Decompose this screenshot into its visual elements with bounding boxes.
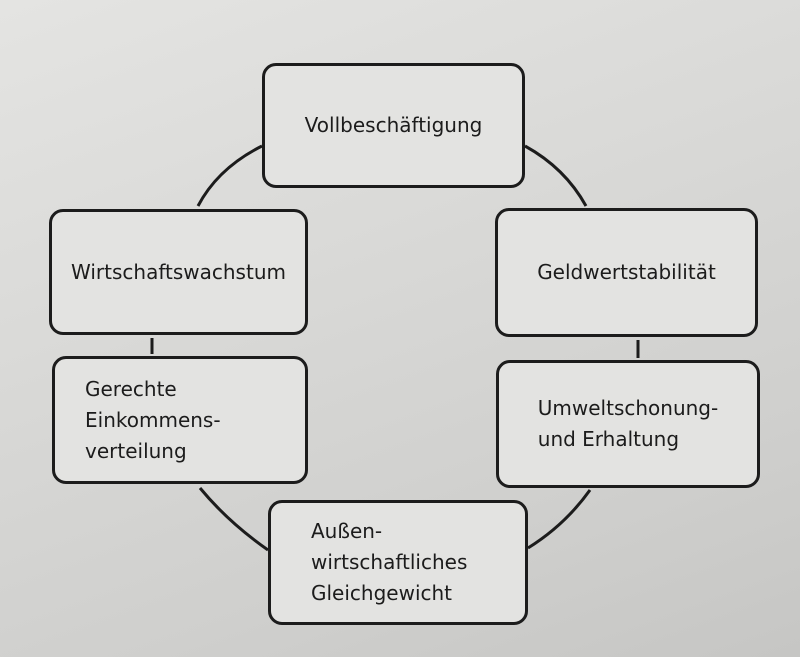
- node-geldwertstabilitaet: Geldwertstabilität: [495, 208, 758, 337]
- node-label-line: Einkommens-: [85, 407, 221, 432]
- node-vollbeschaeftigung: Vollbeschäftigung: [262, 63, 525, 188]
- node-label-line: Außen-: [311, 519, 383, 543]
- node-umweltschonung: Umweltschonung- und Erhaltung: [496, 360, 760, 488]
- connector-bottom-left: [198, 487, 269, 552]
- node-label: Vollbeschäftigung: [304, 113, 483, 137]
- node-label: Wirtschaftswachstum: [71, 259, 286, 284]
- node-label-line: wirtschaftliches: [311, 550, 468, 574]
- node-wirtschaftswachstum: Wirtschaftswachstum: [49, 209, 308, 335]
- node-label: Umweltschonung- und Erhaltung: [538, 393, 718, 455]
- connector-top-left: [196, 144, 263, 207]
- node-label-line: und Erhaltung: [537, 427, 680, 451]
- node-label: Außen- wirtschaftliches Gleichgewicht: [311, 516, 467, 609]
- node-aussenwirtschaft: Außen- wirtschaftliches Gleichgewicht: [268, 500, 528, 625]
- node-label-line: Gerechte: [85, 376, 177, 401]
- node-label-line: verteilung: [85, 438, 187, 463]
- node-label-line: Gleichgewicht: [311, 581, 453, 605]
- connector-bottom-right: [527, 489, 592, 550]
- node-einkommensverteilung: Gerechte Einkommens- verteilung: [52, 356, 308, 484]
- node-label: Gerechte Einkommens- verteilung: [85, 374, 221, 467]
- connector-top-right: [524, 144, 588, 207]
- node-label: Geldwertstabilität: [537, 260, 716, 284]
- node-label-line: Umweltschonung-: [537, 396, 719, 420]
